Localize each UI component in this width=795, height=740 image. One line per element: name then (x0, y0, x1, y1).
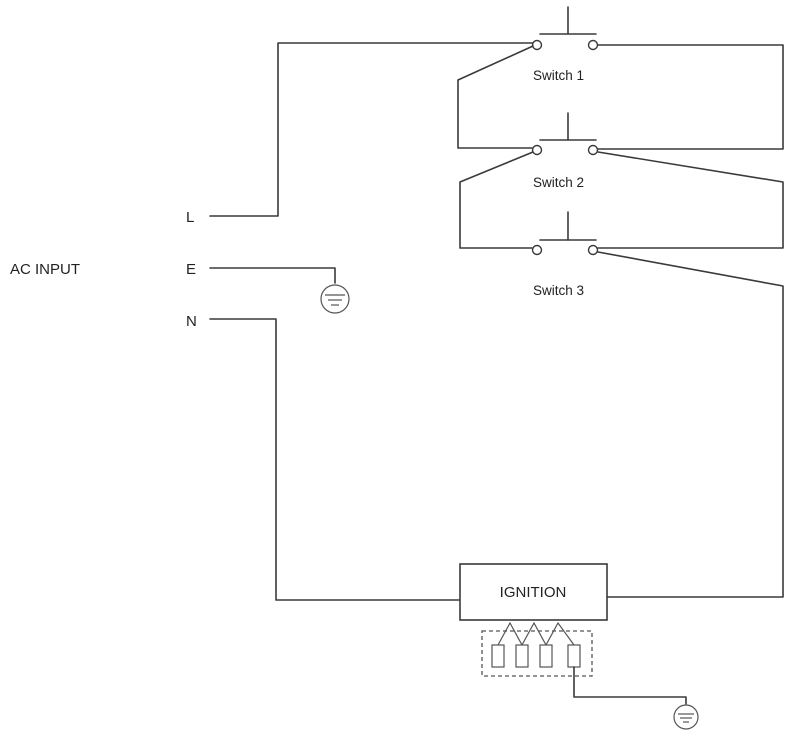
ignition-label: IGNITION (500, 584, 567, 601)
neutral-terminal-label: N (186, 313, 197, 330)
neutral-wire (209, 318, 461, 601)
switch-3: Switch 3 (531, 211, 599, 298)
line-terminal-label: L (186, 209, 194, 226)
switch-2-label: Switch 2 (533, 175, 584, 190)
switch2-right-to-switch3-right-wire (597, 151, 784, 249)
electrode-icon (491, 644, 505, 668)
switch-2: Switch 2 (531, 112, 599, 190)
electrode-block (481, 621, 593, 677)
switch-3-label: Switch 3 (533, 283, 584, 298)
electrode-icon (567, 644, 581, 668)
electrode-ground-wire (573, 666, 687, 705)
ignition-module: IGNITION (459, 563, 608, 621)
ac-input-label: AC INPUT (10, 261, 80, 278)
switch2-left-to-switch3-left-wire (459, 151, 534, 249)
switch-1-label: Switch 1 (533, 68, 584, 83)
switch1-right-to-switch2-right-wire (597, 44, 784, 150)
switch-1: Switch 1 (531, 6, 599, 83)
ground-icon (320, 284, 350, 314)
earth-terminal-label: E (186, 261, 196, 278)
earth-wire (209, 267, 336, 284)
electrode-icon (539, 644, 553, 668)
line-wire (209, 42, 534, 217)
electrode-icon (515, 644, 529, 668)
ground-icon (673, 704, 699, 730)
switch3-to-ignition-wire (597, 251, 784, 598)
switch1-left-to-switch2-left-wire (457, 45, 534, 149)
